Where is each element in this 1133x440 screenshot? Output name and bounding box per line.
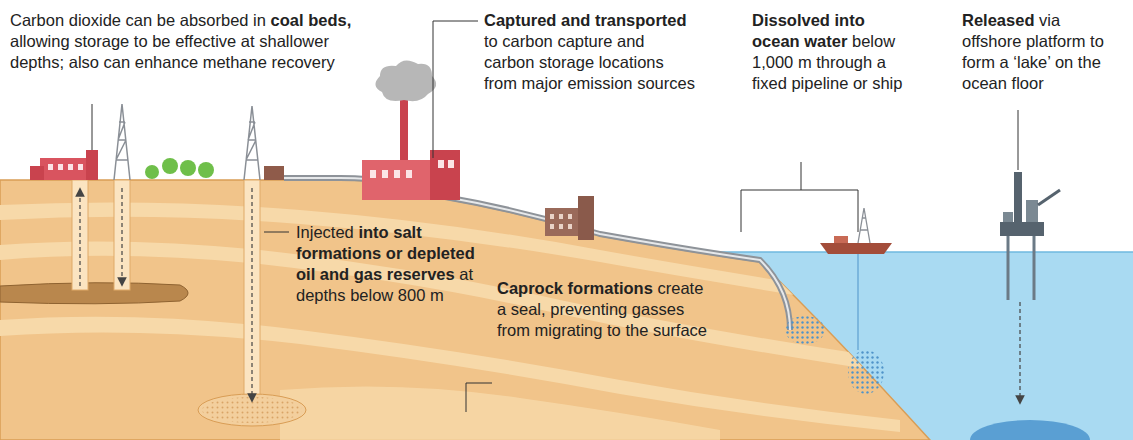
flow-arrows-part <box>121 188 122 282</box>
coal-seam <box>0 283 188 304</box>
flow-arrows <box>80 188 1020 400</box>
leader-lines-part <box>92 104 93 150</box>
storage-texture <box>202 397 302 423</box>
leader-lines-part <box>466 383 492 412</box>
storage-reservoir <box>198 394 306 426</box>
rock-strata-part <box>280 386 720 440</box>
bold-phrase: Released <box>962 11 1034 29</box>
caprock-note: Caprock formations create a seal, preven… <box>497 278 712 341</box>
small-building <box>264 166 284 180</box>
ship <box>820 208 892 254</box>
emission-source-factory <box>362 60 460 200</box>
rock-strata-part <box>0 202 900 312</box>
emission-source-factory-part <box>430 150 460 200</box>
ocean-dissolve-note: Dissolved into ocean water below 1,000 m… <box>752 10 912 94</box>
injection-wells-part <box>114 180 130 290</box>
slope-buildings-part-part <box>559 214 563 219</box>
coal-bed-plant-part <box>48 164 83 170</box>
emission-source-factory-part-part <box>370 170 376 178</box>
offshore-platform-part <box>1038 190 1060 205</box>
injection-wells-part <box>72 180 88 290</box>
slope-buildings-part <box>578 196 594 240</box>
coal-bed-plant <box>30 150 98 180</box>
offshore-platform-part <box>1026 200 1038 222</box>
leader-lines-part <box>264 232 289 233</box>
salt-formation-note: Injected into salt formations or deplete… <box>296 222 486 306</box>
flow-arrows-part <box>79 192 80 286</box>
bold-phrase: into salt formations or depleted oil and… <box>296 223 475 283</box>
slope-buildings <box>545 196 594 240</box>
coal-bed-note: Carbon dioxide can be absorbed in coal b… <box>10 10 355 73</box>
dissolved-co2 <box>785 316 825 344</box>
slope-buildings-part-part <box>568 224 572 229</box>
offshore-platform-part <box>1008 236 1034 300</box>
ship-part <box>858 208 870 243</box>
slope-buildings-part <box>550 214 572 229</box>
injection-wells <box>72 180 260 406</box>
trees-part <box>198 162 214 178</box>
capture-note: Captured and transported to carbon captu… <box>484 10 699 94</box>
ocean-lake-note: Released via offshore platform to form a… <box>962 10 1122 94</box>
co2-lake <box>970 420 1090 440</box>
emission-source-factory-part <box>400 100 408 160</box>
slope-buildings-part-part <box>550 224 554 229</box>
smoke <box>375 60 436 101</box>
injection-wells-part <box>244 180 260 406</box>
dissolved-co2 <box>848 350 884 394</box>
bold-phrase: Captured and transported <box>484 11 687 29</box>
rock-strata <box>0 202 900 440</box>
flow-arrows-part <box>1019 302 1020 400</box>
coal-bed-plant-part-part <box>58 164 63 170</box>
trees-part <box>180 160 196 176</box>
ship-pipe <box>858 254 859 350</box>
offshore-platform <box>1000 172 1060 300</box>
emission-source-factory-part-part <box>406 170 412 178</box>
bold-phrase: coal beds, <box>271 11 352 29</box>
trees <box>145 158 214 179</box>
slope-buildings-part-part <box>559 224 563 229</box>
coal-bed-plant-part-part <box>68 164 73 170</box>
trees-part <box>145 165 159 179</box>
offshore-platform-part <box>1003 212 1013 222</box>
slope-buildings-part-part <box>568 214 572 219</box>
leader-lines-part <box>1018 110 1019 170</box>
offshore-platform-part <box>1000 222 1044 236</box>
offshore-platform-part <box>1014 172 1022 222</box>
coal-bed-plant-part-part <box>78 164 83 170</box>
trees-part <box>162 158 178 174</box>
derricks-part <box>244 106 260 180</box>
derricks-part <box>114 104 130 180</box>
slope-buildings-part-part <box>550 214 554 219</box>
bold-phrase: Dissolved into ocean water <box>752 11 865 50</box>
emission-source-factory-part-part <box>382 170 388 178</box>
leader-lines-part <box>741 162 858 232</box>
coal-bed-plant-part-part <box>48 164 53 170</box>
emission-source-factory-part <box>370 160 454 178</box>
ship-part <box>834 236 848 243</box>
coal-bed-plant-part <box>30 166 44 180</box>
coal-bed-plant-part <box>86 150 98 180</box>
emission-source-factory-part-part <box>448 160 454 168</box>
derricks <box>114 104 260 180</box>
bold-phrase: Caprock formations <box>497 279 653 297</box>
ship-part <box>820 243 892 254</box>
offshore-platform-part-part <box>1033 236 1036 300</box>
flow-arrows-part <box>251 188 252 398</box>
offshore-platform-part-part <box>1007 236 1010 300</box>
emission-source-factory-part-part <box>438 160 444 168</box>
emission-source-factory-part-part <box>394 170 400 178</box>
leader-lines-part <box>433 21 478 158</box>
